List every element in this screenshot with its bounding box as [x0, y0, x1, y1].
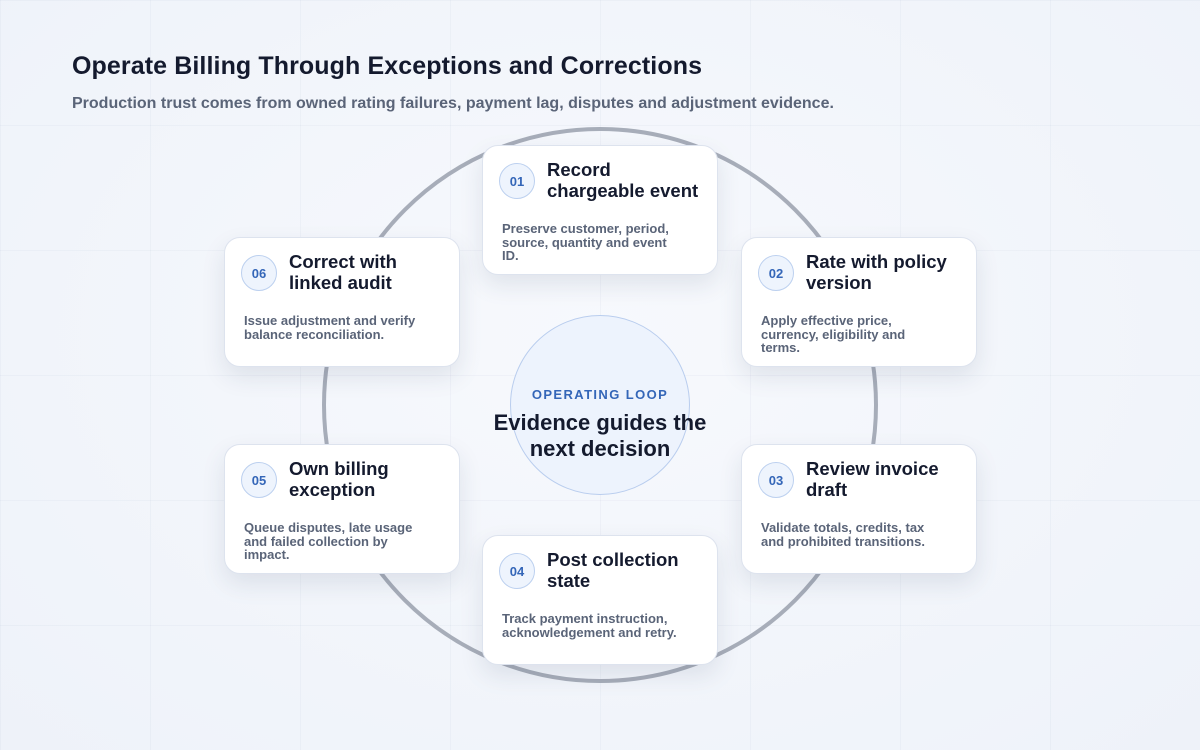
step-card-05: 05 Own billing exception Queue disputes,…	[224, 444, 460, 574]
page-subtitle: Production trust comes from owned rating…	[72, 95, 834, 112]
page-title: Operate Billing Through Exceptions and C…	[72, 52, 703, 80]
step-card-02: 02 Rate with policy version Apply effect…	[741, 237, 977, 367]
loop-ring-path	[322, 127, 878, 683]
step-number-badge: 03	[758, 462, 794, 498]
step-title: Post collection state	[547, 549, 679, 591]
step-title: Review invoice draft	[806, 458, 939, 500]
step-title: Record chargeable event	[547, 159, 699, 201]
step-card-04: 04 Post collection state Track payment i…	[482, 535, 718, 665]
step-title: Rate with policy version	[806, 251, 947, 293]
step-number-badge: 04	[499, 553, 535, 589]
step-card-03: 03 Review invoice draft Validate totals,…	[741, 444, 977, 574]
step-description: Queue disputes, late usage and failed co…	[244, 520, 413, 562]
step-description: Track payment instruction, acknowledgeme…	[502, 611, 677, 640]
step-card-06: 06 Correct with linked audit Issue adjus…	[224, 237, 460, 367]
center-hub: OPERATING LOOP Evidence guides the next …	[494, 315, 706, 495]
step-description: Apply effective price, currency, eligibi…	[761, 313, 906, 355]
center-kicker: OPERATING LOOP	[531, 387, 669, 402]
center-text: Evidence guides the next decision	[493, 410, 707, 461]
step-title: Own billing exception	[289, 458, 389, 500]
step-number-badge: 05	[241, 462, 277, 498]
step-card-01: 01 Record chargeable event Preserve cust…	[482, 145, 718, 275]
step-description: Preserve customer, period, source, quant…	[502, 221, 669, 263]
step-description: Issue adjustment and verify balance reco…	[244, 313, 416, 342]
step-description: Validate totals, credits, tax and prohib…	[761, 520, 925, 549]
step-number-badge: 01	[499, 163, 535, 199]
step-number-badge: 06	[241, 255, 277, 291]
step-title: Correct with linked audit	[289, 251, 397, 293]
step-number-badge: 02	[758, 255, 794, 291]
